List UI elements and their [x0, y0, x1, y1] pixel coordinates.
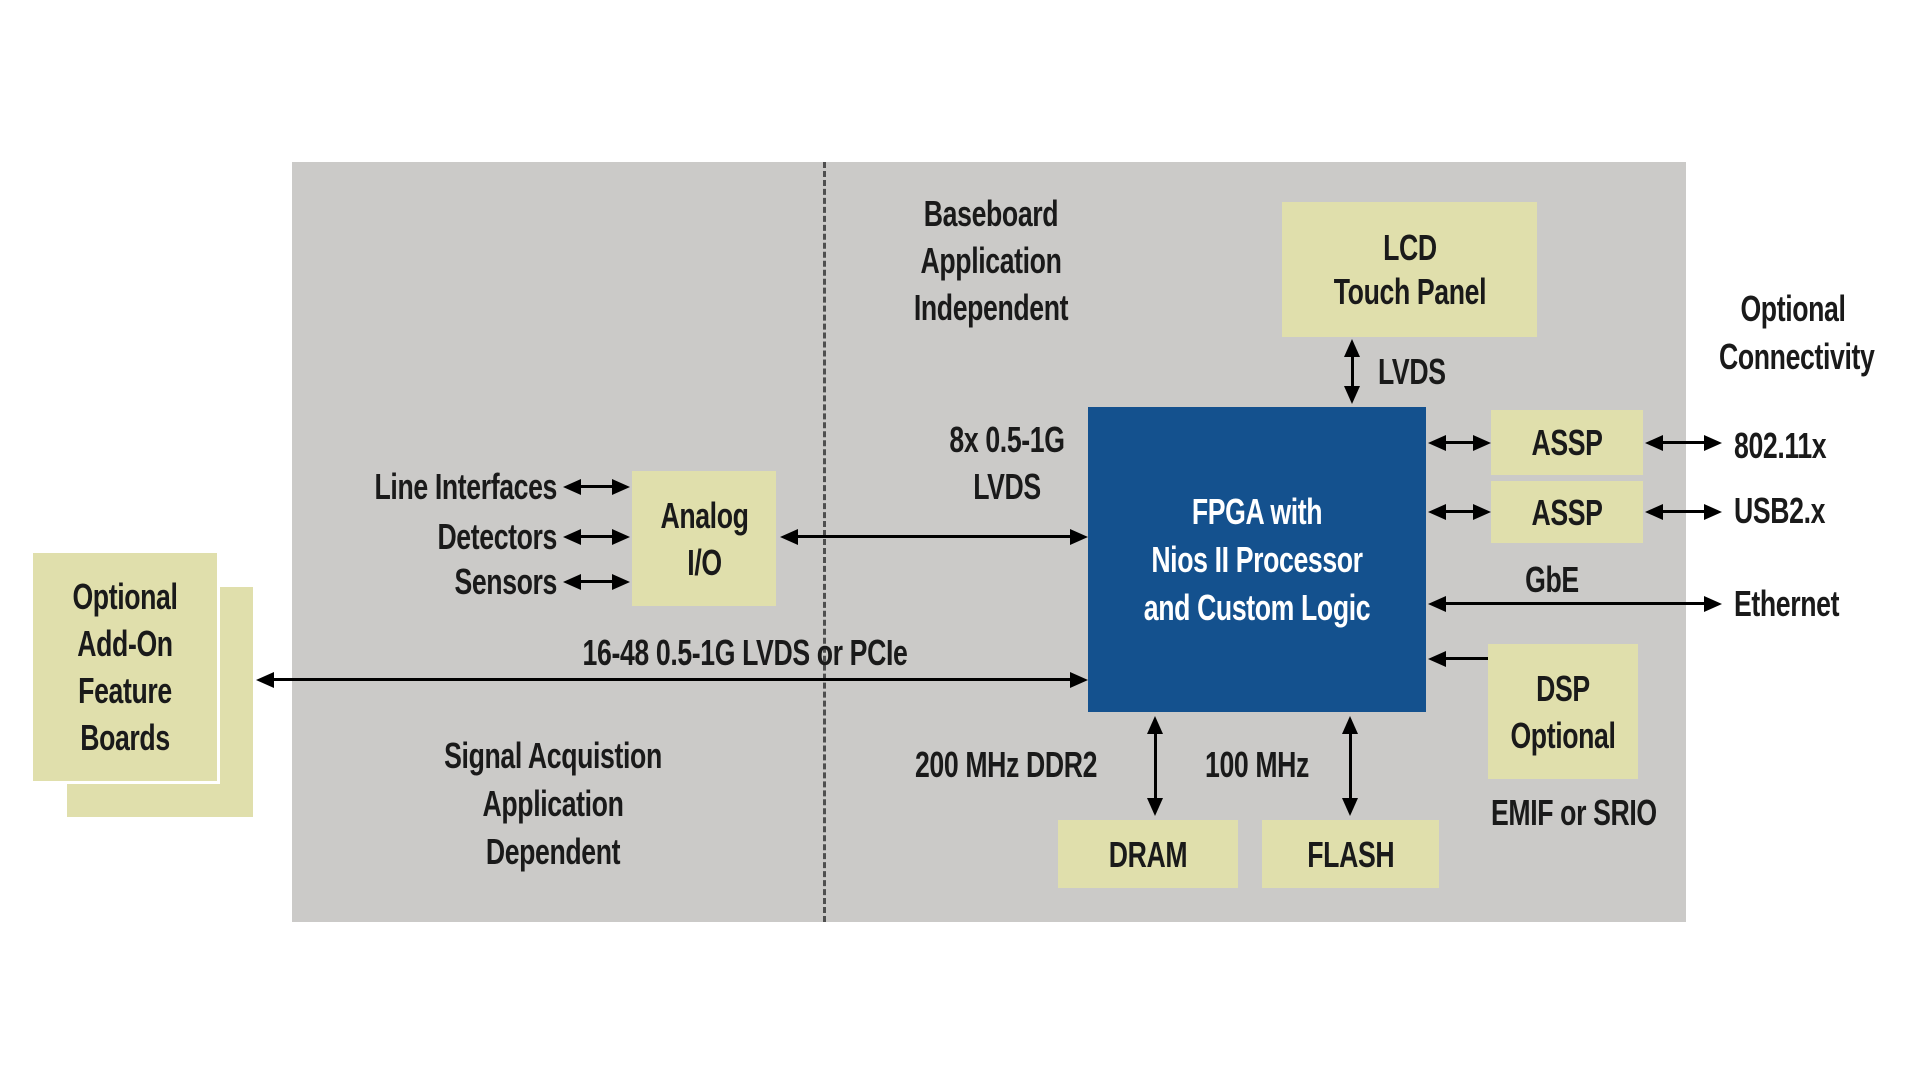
arrowhead-left-icon: [563, 479, 581, 495]
assp-bottom-box: ASSP: [1491, 481, 1643, 543]
arrowhead-right-icon: [1473, 504, 1491, 520]
arrow-line: [578, 485, 615, 488]
dram-box: DRAM: [1058, 820, 1238, 888]
analog-io-line: Analog: [659, 494, 749, 536]
arrow-line: [1349, 730, 1352, 802]
optional-connectivity-line: Optional: [1740, 288, 1846, 329]
fpga-line: FPGA with: [1191, 490, 1323, 532]
line-interfaces-label: Line Interfaces: [374, 466, 558, 507]
signal-region-label-line: Application: [482, 783, 624, 824]
feature-boards-text: Optional Add-On Feature Boards: [72, 573, 177, 761]
arrow-line: [578, 580, 615, 583]
arrowhead-left-icon: [1428, 435, 1446, 451]
flash-clock-label: 100 MHz: [1204, 744, 1310, 785]
arrow-line: [1443, 510, 1477, 513]
arrow-line: [1443, 602, 1708, 605]
arrowhead-left-icon: [1428, 651, 1446, 667]
arrowhead-left-icon: [563, 529, 581, 545]
analog-io-text: Analog I/O: [660, 492, 748, 586]
arrowhead-left-icon: [563, 574, 581, 590]
feature-boards-line: Add-On: [77, 623, 173, 664]
detectors-label: Detectors: [437, 516, 557, 557]
arrowhead-left-icon: [1645, 504, 1663, 520]
arrowhead-down-icon: [1342, 798, 1358, 816]
signal-region-label-line: Dependent: [485, 831, 621, 872]
optional-connectivity-line: Connectivity: [1719, 336, 1875, 377]
dram-text: DRAM: [1108, 833, 1188, 875]
arrow-line: [1660, 510, 1707, 513]
arrowhead-right-icon: [612, 479, 630, 495]
baseboard-region-label-line: Independent: [913, 287, 1069, 328]
baseboard-region-label-line: Baseboard: [923, 193, 1059, 234]
arrowhead-down-icon: [1344, 386, 1360, 404]
lcd-line: LCD: [1382, 226, 1437, 268]
feature-boards-line: Optional: [72, 576, 178, 617]
flash-text: FLASH: [1307, 833, 1394, 875]
dsp-line: Optional: [1510, 714, 1616, 756]
fpga-box: FPGA with Nios II Processor and Custom L…: [1088, 407, 1426, 712]
emif-srio-label: EMIF or SRIO: [1491, 792, 1657, 833]
arrow-line: [578, 535, 615, 538]
signal-region-label: Signal Acquistion Application Dependent: [442, 732, 664, 876]
region-divider-dashed-line: [823, 162, 826, 922]
dsp-text: DSP Optional: [1510, 665, 1615, 759]
arrowhead-right-icon: [1704, 504, 1722, 520]
lcd-line: Touch Panel: [1333, 270, 1486, 312]
arrow-line: [272, 678, 1072, 681]
lvds-8x-line: 8x 0.5-1G: [949, 419, 1065, 460]
dsp-box: DSP Optional: [1488, 644, 1638, 779]
assp-top-box: ASSP: [1491, 410, 1643, 475]
arrow-line: [1351, 353, 1354, 390]
ddr2-label: 200 MHz DDR2: [914, 744, 1098, 785]
arrowhead-right-icon: [1704, 435, 1722, 451]
arrowhead-right-icon: [1070, 529, 1088, 545]
baseboard-region-label: Baseboard Application Independent: [880, 190, 1102, 331]
baseboard-region-label-line: Application: [920, 240, 1062, 281]
wifi-80211x-label: 802.11x: [1734, 425, 1827, 466]
arrowhead-left-icon: [780, 529, 798, 545]
bus-16-48-label: 16-48 0.5-1G LVDS or PCIe: [582, 632, 908, 673]
arrow-line: [796, 535, 1072, 538]
arrowhead-right-icon: [612, 574, 630, 590]
feature-boards-box: Optional Add-On Feature Boards: [30, 550, 220, 784]
arrow-line: [1444, 657, 1488, 660]
arrowhead-right-icon: [1473, 435, 1491, 451]
arrowhead-up-icon: [1342, 716, 1358, 734]
arrowhead-up-icon: [1344, 339, 1360, 357]
lvds-top-label: LVDS: [1378, 351, 1446, 392]
arrowhead-left-icon: [1645, 435, 1663, 451]
arrow-line: [1154, 730, 1157, 802]
gbe-label: GbE: [1525, 559, 1579, 600]
arrowhead-up-icon: [1147, 716, 1163, 734]
arrowhead-right-icon: [1070, 672, 1088, 688]
ethernet-label: Ethernet: [1734, 583, 1840, 624]
fpga-text: FPGA with Nios II Processor and Custom L…: [1143, 488, 1371, 632]
arrowhead-right-icon: [612, 529, 630, 545]
lcd-text: LCD Touch Panel: [1333, 226, 1486, 314]
dsp-line: DSP: [1536, 667, 1590, 709]
lcd-touch-panel-box: LCD Touch Panel: [1282, 202, 1537, 337]
assp-top-text: ASSP: [1531, 422, 1603, 463]
sensors-label: Sensors: [454, 561, 557, 602]
arrow-line: [1660, 441, 1707, 444]
usb2x-label: USB2.x: [1734, 490, 1826, 531]
optional-connectivity-label: Optional Connectivity: [1719, 285, 1875, 381]
arrowhead-right-icon: [1704, 596, 1722, 612]
feature-boards-line: Feature: [78, 670, 172, 711]
arrowhead-down-icon: [1147, 798, 1163, 816]
arrowhead-left-icon: [256, 672, 274, 688]
lvds-8x-line: LVDS: [973, 466, 1041, 507]
flash-box: FLASH: [1262, 820, 1439, 888]
analog-io-box: Analog I/O: [632, 471, 776, 606]
arrowhead-left-icon: [1428, 596, 1446, 612]
arrowhead-left-icon: [1428, 504, 1446, 520]
arrow-line: [1443, 441, 1477, 444]
fpga-line: and Custom Logic: [1143, 586, 1371, 628]
lvds-8x-label: 8x 0.5-1G LVDS: [896, 416, 1118, 510]
assp-bottom-text: ASSP: [1531, 491, 1603, 533]
feature-boards-line: Boards: [80, 717, 170, 758]
signal-region-label-line: Signal Acquistion: [444, 735, 662, 776]
analog-io-line: I/O: [686, 541, 722, 583]
fpga-line: Nios II Processor: [1151, 538, 1363, 580]
